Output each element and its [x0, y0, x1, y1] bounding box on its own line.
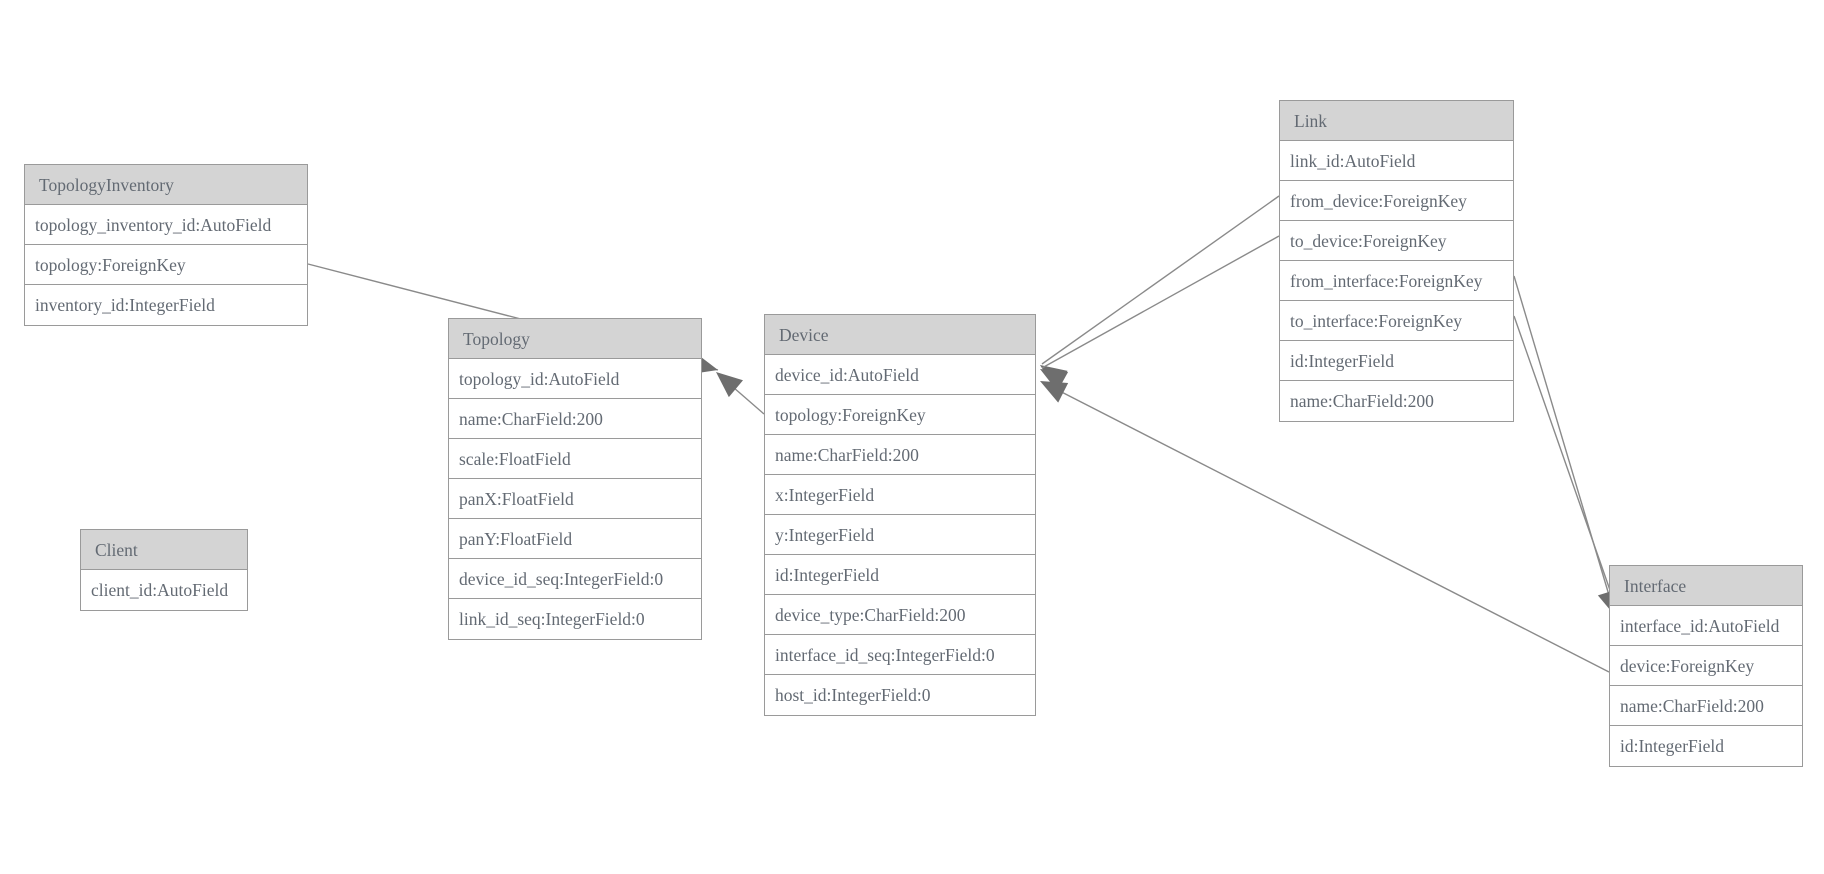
entity-field-interface-2[interactable]: name:CharField:200 [1610, 686, 1802, 726]
entity-field-link-4[interactable]: to_interface:ForeignKey [1280, 301, 1513, 341]
entity-field-device-8[interactable]: host_id:IntegerField:0 [765, 675, 1035, 715]
rel-interface-device-arrowhead [1040, 381, 1069, 403]
entity-field-topology-2[interactable]: scale:FloatField [449, 439, 701, 479]
entity-field-topology-1[interactable]: name:CharField:200 [449, 399, 701, 439]
rel-device-topology-arrowhead [716, 372, 743, 398]
entity-title-topology: Topology [449, 319, 701, 359]
rel-device-topology-line [717, 373, 765, 415]
entity-field-device-0[interactable]: device_id:AutoField [765, 355, 1035, 395]
entity-field-topology-5[interactable]: device_id_seq:IntegerField:0 [449, 559, 701, 599]
entity-field-client-0[interactable]: client_id:AutoField [81, 570, 247, 610]
entity-title-interface: Interface [1610, 566, 1802, 606]
entity-field-device-7[interactable]: interface_id_seq:IntegerField:0 [765, 635, 1035, 675]
entity-field-link-6[interactable]: name:CharField:200 [1280, 381, 1513, 421]
entity-title-client: Client [81, 530, 247, 570]
rel-link-from-device-arrowhead [1040, 365, 1068, 389]
entity-field-topology_inventory-1[interactable]: topology:ForeignKey [25, 245, 307, 285]
entity-field-device-5[interactable]: id:IntegerField [765, 555, 1035, 595]
entity-field-topology-3[interactable]: panX:FloatField [449, 479, 701, 519]
rel-device-topology [716, 372, 765, 415]
entity-field-interface-3[interactable]: id:IntegerField [1610, 726, 1802, 766]
rel-link-from-device [1040, 195, 1280, 389]
rel-link-to-device [1040, 235, 1280, 392]
entity-title-topology_inventory: TopologyInventory [25, 165, 307, 205]
rel-link-from-device-line [1041, 195, 1280, 365]
entity-field-link-1[interactable]: from_device:ForeignKey [1280, 181, 1513, 221]
entity-title-device: Device [765, 315, 1035, 355]
rel-interface-device-line [1041, 381, 1610, 673]
entity-field-link-3[interactable]: from_interface:ForeignKey [1280, 261, 1513, 301]
entity-field-topology-4[interactable]: panY:FloatField [449, 519, 701, 559]
rel-link-from-interface-line [1513, 275, 1615, 613]
entity-field-topology_inventory-2[interactable]: inventory_id:IntegerField [25, 285, 307, 325]
entity-field-device-4[interactable]: y:IntegerField [765, 515, 1035, 555]
entity-field-interface-1[interactable]: device:ForeignKey [1610, 646, 1802, 686]
entity-field-topology_inventory-0[interactable]: topology_inventory_id:AutoField [25, 205, 307, 245]
entity-field-device-6[interactable]: device_type:CharField:200 [765, 595, 1035, 635]
entity-field-link-0[interactable]: link_id:AutoField [1280, 141, 1513, 181]
entity-field-device-3[interactable]: x:IntegerField [765, 475, 1035, 515]
entity-field-link-5[interactable]: id:IntegerField [1280, 341, 1513, 381]
entity-field-topology-0[interactable]: topology_id:AutoField [449, 359, 701, 399]
entity-field-interface-0[interactable]: interface_id:AutoField [1610, 606, 1802, 646]
entity-title-link: Link [1280, 101, 1513, 141]
rel-link-to-device-arrowhead [1040, 369, 1069, 392]
entity-field-topology-6[interactable]: link_id_seq:IntegerField:0 [449, 599, 701, 639]
rel-link-to-interface-line [1513, 315, 1619, 614]
rel-link-to-device-line [1041, 235, 1280, 369]
entity-field-device-1[interactable]: topology:ForeignKey [765, 395, 1035, 435]
entity-field-device-2[interactable]: name:CharField:200 [765, 435, 1035, 475]
entity-field-link-2[interactable]: to_device:ForeignKey [1280, 221, 1513, 261]
